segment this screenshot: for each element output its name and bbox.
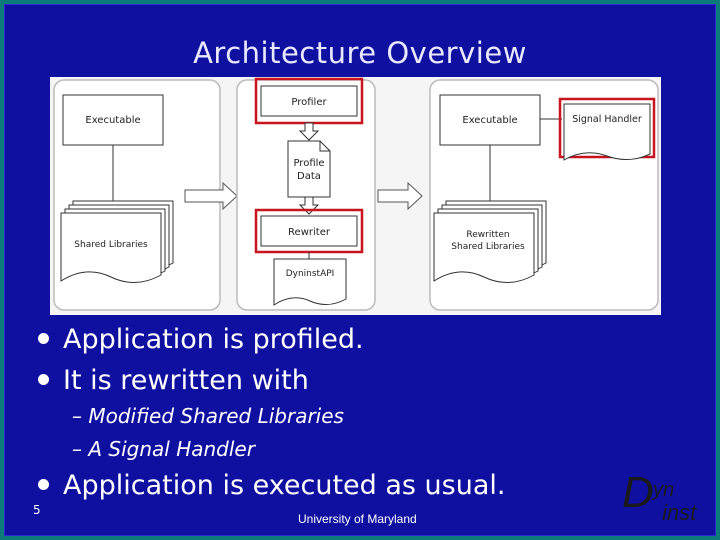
bullet-dot-icon [38, 333, 49, 344]
bullet-dot-icon [38, 374, 49, 385]
profiler-box [260, 85, 358, 117]
shared-libraries-doc-1 [60, 200, 174, 283]
signal-handler-highlight [558, 97, 656, 159]
flow-arrow-1 [184, 181, 238, 211]
footer-text: University of Maryland [298, 512, 417, 526]
shared-libraries-label-1: Shared Libraries [74, 240, 148, 250]
bullet-dot-icon [38, 479, 49, 490]
rewritten-shared-libraries-doc [433, 200, 547, 283]
slide-number: 5 [33, 503, 41, 517]
rewriter-label: Rewriter [288, 227, 331, 238]
executable-label-3: Executable [462, 115, 517, 126]
bullet-text-3: Application is executed as usual. [63, 470, 506, 501]
profile-data-label-2: Data [297, 171, 321, 182]
logo-inst: inst [662, 500, 697, 525]
bullet-text-2: It is rewritten with [63, 365, 309, 396]
architecture-diagram: Executable Shared Libraries Profiler Pro… [50, 77, 661, 315]
profiler-label: Profiler [291, 97, 327, 108]
rewritten-label-2: Shared Libraries [451, 242, 525, 252]
profile-data-label-1: Profile [293, 158, 324, 169]
rewriter-box [260, 215, 358, 247]
executable-box-3 [439, 94, 541, 146]
rewritten-label-1: Rewritten [466, 230, 509, 240]
bullet-item-3: Application is executed as usual. [38, 470, 505, 501]
arrow-down-1 [298, 122, 320, 141]
logo-d: D [622, 468, 654, 517]
dyninst-logo: D yn inst [622, 468, 706, 528]
sub-bullet-1: – Modified Shared Libraries [72, 404, 344, 428]
sub-bullet-2: – A Signal Handler [72, 437, 255, 461]
logo-yn: yn [653, 479, 675, 501]
bullet-item-1: Application is profiled. [38, 324, 364, 355]
signal-handler-doc [563, 103, 651, 161]
bullet-text-1: Application is profiled. [63, 324, 364, 355]
executable-label-1: Executable [85, 115, 140, 126]
profile-data-doc [287, 140, 331, 198]
signal-handler-label: Signal Handler [572, 114, 642, 125]
slide-title: Architecture Overview [193, 36, 527, 70]
bullet-item-2: It is rewritten with [38, 365, 309, 396]
dyninst-api-label: DyninstAPI [286, 269, 335, 279]
dyninst-api-doc [273, 258, 347, 306]
flow-arrow-2 [377, 181, 423, 211]
